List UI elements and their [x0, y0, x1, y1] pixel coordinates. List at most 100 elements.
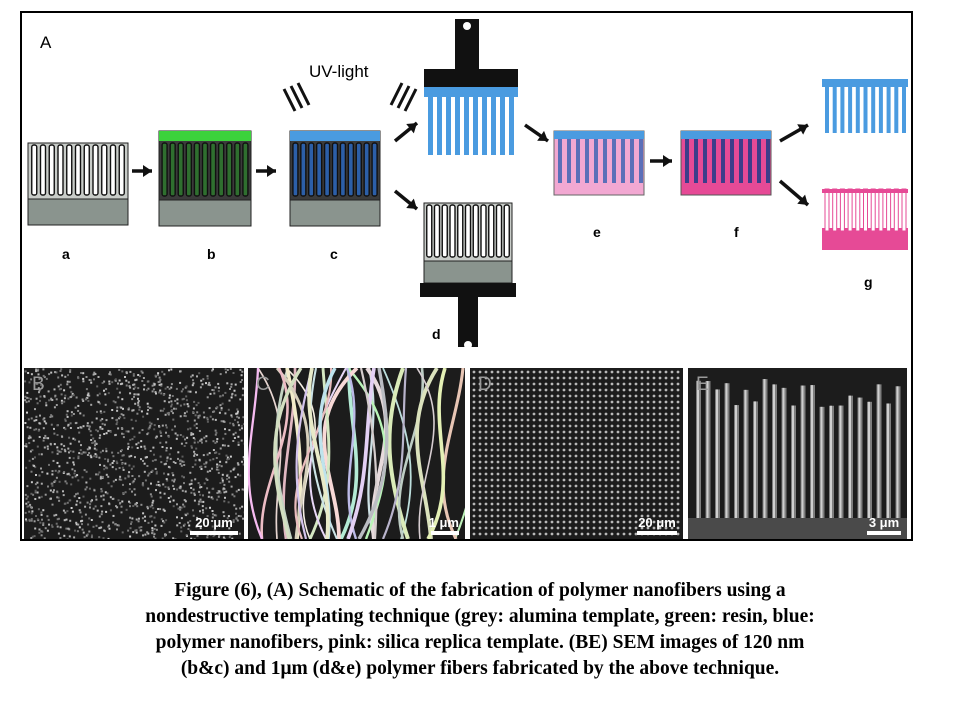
sem-b-speckle	[172, 461, 175, 463]
block-e-strand	[630, 139, 634, 183]
sem-b-speckle	[104, 491, 107, 494]
block-d-base	[423, 260, 513, 284]
sem-b-speckle	[109, 509, 112, 512]
sem-d-dot	[652, 490, 656, 494]
sem-b-speckle	[35, 370, 38, 373]
sem-e-pillar-highlight	[725, 383, 728, 518]
sem-b-speckle	[199, 493, 202, 496]
sem-b-speckle	[154, 467, 157, 470]
sem-b-speckle	[130, 522, 132, 525]
sem-d-dot	[568, 376, 572, 380]
sem-b-speckle	[200, 465, 203, 468]
sem-d-dot	[676, 448, 680, 452]
sem-b-speckle	[157, 381, 160, 383]
sem-d-dot	[496, 490, 500, 494]
sem-d-dot	[514, 484, 518, 488]
block-f-strand	[685, 139, 689, 183]
sem-b-speckle	[193, 450, 196, 453]
sem-b-speckle	[181, 475, 184, 478]
block-g-top-strand	[825, 87, 829, 133]
sem-b-speckle	[65, 413, 68, 416]
block-b-pore	[185, 142, 193, 197]
sem-b-speckle	[32, 493, 35, 496]
sem-b-speckle	[111, 417, 114, 420]
sem-b-speckle	[77, 523, 80, 526]
sem-b-speckle	[62, 494, 65, 497]
sem-b-speckle	[89, 503, 92, 506]
sem-b-speckle	[173, 407, 175, 410]
sem-b-speckle	[229, 422, 232, 425]
sem-d-dot	[550, 406, 554, 410]
sem-b-speckle	[114, 378, 117, 381]
sem-d-dot	[550, 496, 554, 500]
sem-b-speckle	[167, 486, 170, 489]
sem-d-dot	[628, 430, 632, 434]
sem-b-speckle	[175, 387, 178, 390]
sem-d-dot	[604, 454, 608, 458]
sem-d-dot	[490, 514, 494, 518]
sem-b-speckle	[183, 403, 186, 406]
sem-b-speckle	[93, 447, 96, 450]
sem-d-dot	[556, 520, 560, 524]
sem-b-speckle	[152, 499, 155, 502]
sem-b-speckle	[79, 426, 82, 429]
sem-d-dot	[646, 388, 650, 392]
sem-d-dot	[586, 370, 590, 374]
sem-d-dot	[664, 502, 668, 506]
sem-b-speckle	[128, 471, 131, 474]
sem-d-dot	[658, 424, 662, 428]
sem-b-speckle	[224, 537, 226, 539]
sem-b-speckle	[134, 419, 137, 422]
block-g-bottom-pore	[878, 188, 884, 232]
schematic-diagram: A UV-light a b c d e f g	[27, 19, 908, 349]
sem-b-speckle	[67, 397, 70, 400]
sem-d-dot	[478, 454, 482, 458]
sem-b-speckle	[31, 449, 34, 452]
sem-b-speckle	[209, 415, 212, 418]
block-g-top-strand	[871, 87, 876, 133]
sem-d-dot	[658, 460, 662, 464]
sem-b-speckle	[206, 420, 209, 423]
sem-d-dot	[544, 436, 548, 440]
sem-d-dot	[646, 460, 650, 464]
sem-d-dot	[532, 376, 536, 380]
sem-b-speckle	[188, 483, 191, 486]
sem-b-speckle	[25, 497, 28, 500]
sem-d-dot	[472, 502, 476, 506]
sem-d-dot	[538, 496, 542, 500]
sem-d-dot	[670, 496, 674, 500]
sem-d-dot	[598, 448, 602, 452]
sem-b-speckle	[235, 516, 238, 519]
sem-d-dot	[532, 418, 536, 422]
sem-b-speckle	[107, 460, 109, 463]
sem-d-dot	[592, 406, 596, 410]
sem-b-speckle	[165, 441, 168, 444]
sem-b-speckle	[124, 462, 127, 465]
sem-b-speckle	[43, 437, 45, 439]
sem-b-speckle	[197, 416, 200, 419]
sem-b-speckle	[36, 486, 39, 489]
sem-b-speckle	[168, 394, 171, 397]
sem-d-dot	[610, 478, 614, 482]
sem-d-dot	[520, 472, 524, 476]
sem-d-dot	[550, 394, 554, 398]
sem-d-dot	[670, 514, 674, 518]
sem-d-dot	[484, 454, 488, 458]
sem-d-dot	[580, 418, 584, 422]
sem-d-dot	[550, 478, 554, 482]
sem-b-speckle	[164, 485, 167, 488]
sem-d-dot	[598, 394, 602, 398]
block-e-strand	[576, 139, 580, 183]
sem-d-dot	[622, 400, 626, 404]
sem-d-dot	[520, 448, 524, 452]
sem-d-dot	[598, 508, 602, 512]
sem-b-speckle	[38, 436, 41, 438]
sem-d-dot	[574, 478, 578, 482]
sem-d-dot	[670, 400, 674, 404]
sem-d-dot	[514, 448, 518, 452]
sem-b-speckle	[75, 521, 78, 524]
sem-b-speckle	[212, 449, 215, 451]
sem-b-speckle	[24, 511, 27, 514]
block-b-pore	[169, 142, 176, 197]
sem-d-dot	[628, 502, 632, 506]
